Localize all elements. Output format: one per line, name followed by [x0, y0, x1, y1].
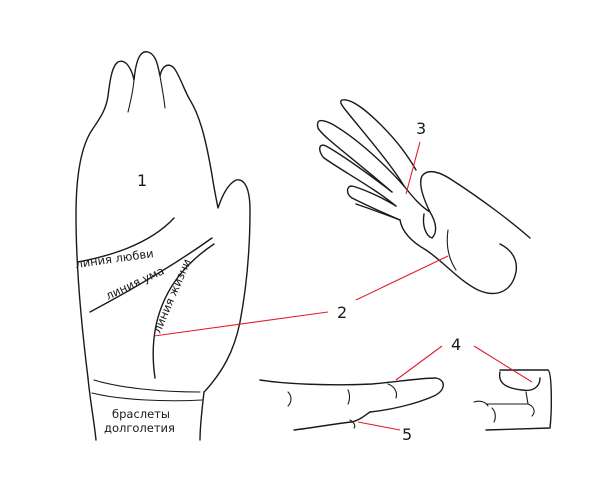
finger-crease-1 [127, 79, 135, 113]
side-view-top [259, 377, 444, 413]
lower-right-side-view [473, 369, 553, 431]
label-love-line: линия любви [74, 246, 154, 271]
leader-4-right [473, 345, 533, 383]
side-view-bottom [293, 411, 371, 431]
fist-crease-1 [525, 391, 529, 405]
side-palm-lower [399, 219, 518, 295]
label-bracelets-line1: браслеты [112, 407, 170, 421]
leader-5 [357, 421, 401, 431]
side-finger-2 [319, 144, 397, 207]
number-4: 4 [451, 335, 461, 354]
side-palm-crease [446, 229, 457, 271]
fist-outline [485, 369, 553, 431]
love-line [77, 217, 175, 263]
fist-finger-curl [498, 371, 541, 392]
mind-line [89, 237, 213, 313]
leader-lines [153, 141, 533, 431]
life-line [152, 243, 215, 379]
fist-bottom-curve [473, 400, 489, 407]
side-finger-1 [316, 119, 405, 193]
side-hand-illustration [316, 99, 531, 295]
number-5: 5 [402, 425, 412, 444]
number-2: 2 [337, 303, 347, 322]
label-mind-line: линия ума [103, 263, 166, 302]
palm-outline [75, 51, 251, 393]
side-view-knuckle-2 [347, 389, 351, 405]
finger-crease-2 [159, 75, 166, 109]
leader-3 [405, 141, 421, 195]
number-3: 3 [416, 119, 426, 138]
palm-illustration [75, 51, 251, 441]
wrist-left-edge [87, 377, 97, 441]
side-thumb [422, 211, 437, 239]
bracelet-line-2 [91, 392, 203, 402]
label-bracelets-line2: долголетия [104, 421, 175, 435]
wrist-right-edge [199, 391, 205, 441]
fist-crease-2 [485, 403, 535, 417]
side-view-thumb-fold [387, 383, 398, 399]
leader-2-to-palm [153, 311, 329, 337]
side-finger-3 [346, 185, 401, 221]
bracelet-line-1 [93, 379, 201, 393]
leader-2-to-side-hand [355, 255, 449, 301]
side-view-knuckle-1 [287, 391, 292, 407]
lower-left-side-view [259, 377, 444, 431]
number-1: 1 [137, 171, 147, 190]
side-hand-outline [340, 99, 531, 239]
leader-4-left [395, 345, 443, 381]
side-view-knuckle-3 [349, 419, 356, 429]
side-finger-4 [355, 203, 401, 221]
fist-knuckle [491, 407, 496, 423]
